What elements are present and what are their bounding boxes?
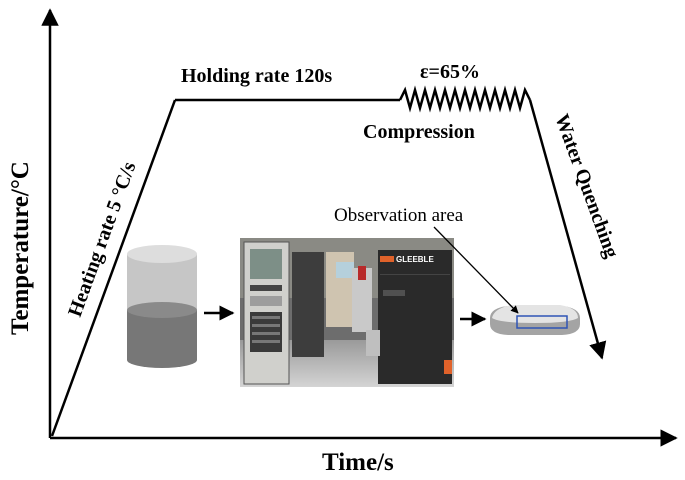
observation-area-label: Observation area <box>334 205 464 226</box>
holding-label: Holding rate 120s <box>181 65 332 87</box>
heating-segment <box>50 99 177 437</box>
observation-pointer <box>433 226 519 314</box>
gleeble-machine-photo: GLEEBLE <box>240 238 454 387</box>
machine-brand-label: GLEEBLE <box>396 255 434 264</box>
compression-label: Compression <box>363 121 475 143</box>
y-axis-title: Temperature/°C <box>7 161 34 335</box>
compression-zigzag <box>398 85 532 113</box>
temperature-profile <box>50 85 607 437</box>
strain-label: ε=65% <box>420 61 480 83</box>
axes <box>41 8 678 447</box>
cylinder-sample-icon <box>127 245 197 368</box>
x-axis-title: Time/s <box>322 449 394 475</box>
observation-box <box>516 315 568 329</box>
compressed-sample-icon <box>490 305 580 335</box>
water-quenching-label: Water Quenching <box>550 111 622 261</box>
quench-arrow <box>528 99 607 360</box>
